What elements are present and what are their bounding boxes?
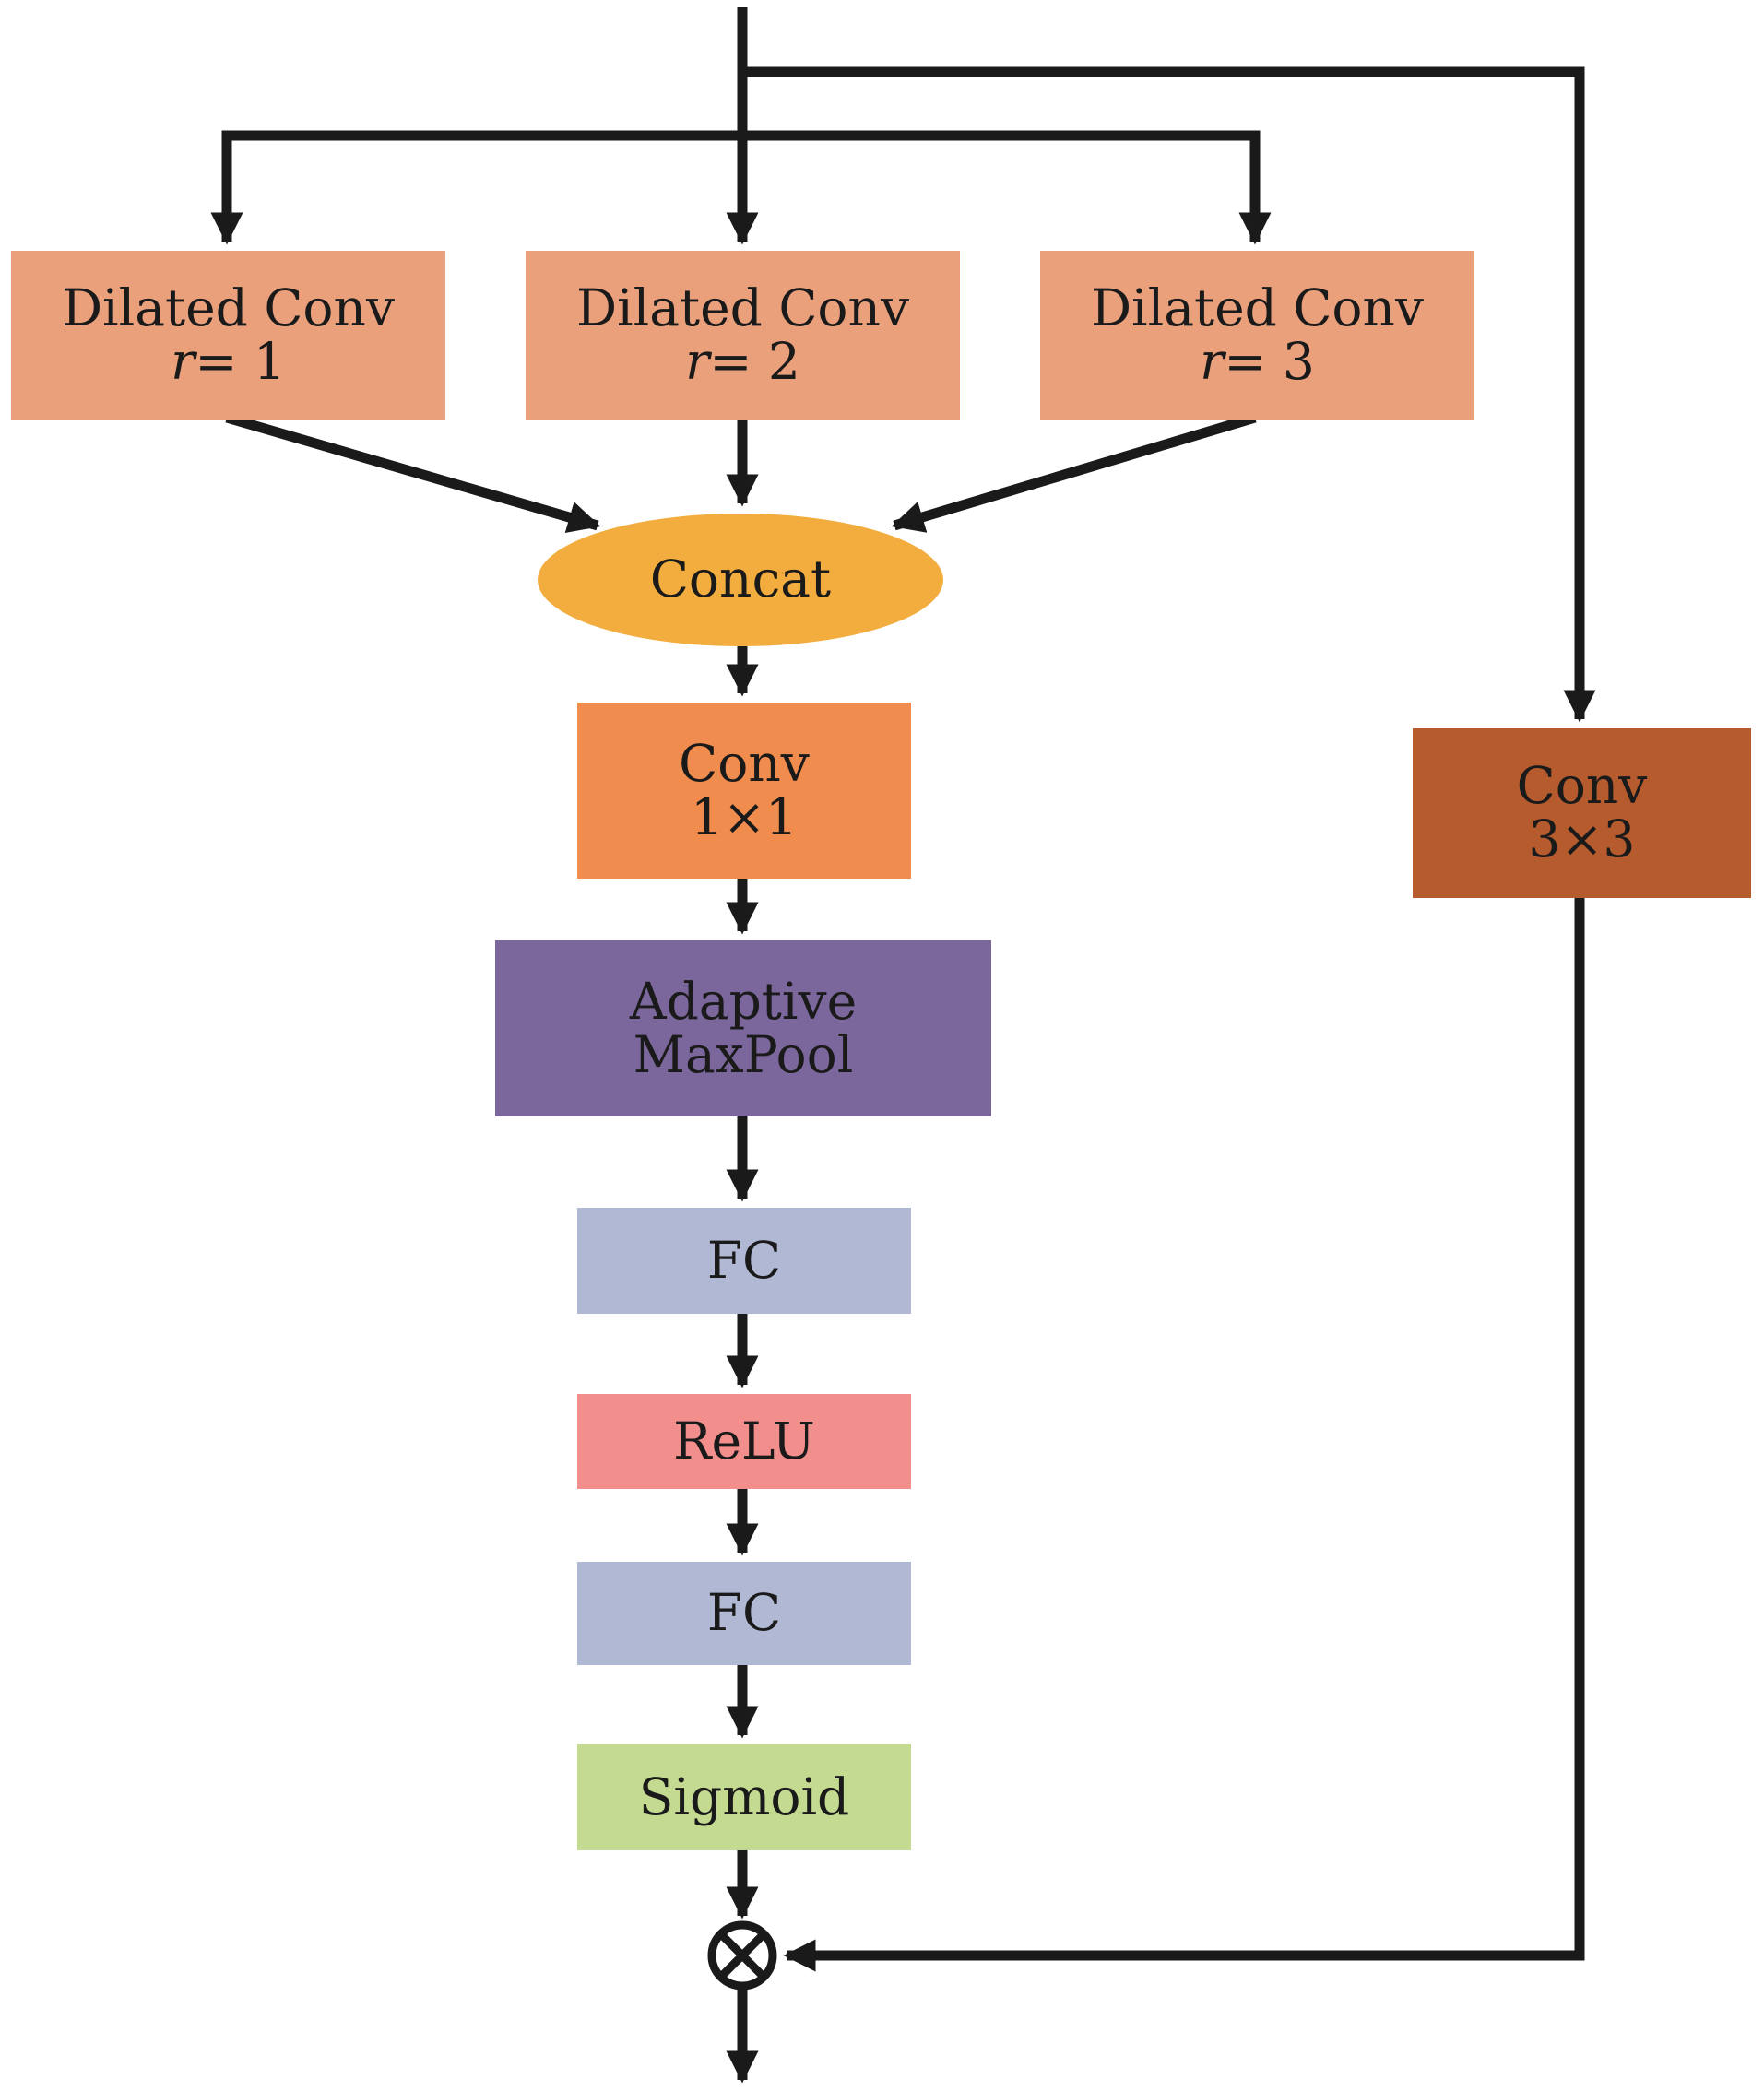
dilated-conv-1-rate: r= 1 [171,335,286,389]
conv-3x3-shape [1413,728,1751,898]
dilated-conv-2-rate: r= 2 [685,335,800,389]
fc-1-label: FC [706,1230,782,1290]
fc-2-node: FC [577,1562,911,1665]
fc-2-label: FC [706,1583,782,1643]
dilated-conv-3-title: Dilated Conv [1090,278,1425,338]
adaptive-maxpool-shape [495,940,991,1116]
rate-variable: r [1200,332,1225,391]
edge-dil3-concat [891,412,1257,533]
dilated-conv-1-title: Dilated Conv [61,278,396,338]
rate-variable: r [171,332,195,391]
rate-variable: r [685,332,710,391]
fc-2-shape [577,1562,911,1665]
conv-1x1-shape [577,703,911,879]
conv-1x1-node: Conv 1×1 [577,703,911,879]
pool-line-2: MaxPool [633,1024,854,1084]
edge-dil1-concat [225,412,601,534]
sigmoid-shape [577,1744,911,1850]
relu-label: ReLU [673,1411,815,1471]
dilated-conv-3-rate: r= 3 [1200,335,1315,389]
relu-shape [577,1394,911,1489]
dilated-conv-1-shape [11,251,445,420]
fc-1-shape [577,1208,911,1314]
pool-line-1: Adaptive [629,971,858,1031]
edge-skip-conv3 [742,66,1596,723]
conv-3x3-node: Conv 3×3 [1413,728,1751,898]
fc-1-node: FC [577,1208,911,1314]
relu-node: ReLU [577,1394,911,1489]
conv-1x1-title: Conv [679,733,810,793]
edge-split-dil1 [210,130,742,245]
conv-1x1-kernel: 1×1 [690,786,799,846]
dilated-conv-2-node: Dilated Conv r= 2 [526,251,960,420]
sigmoid-node: Sigmoid [577,1744,911,1850]
conv-3x3-kernel: 3×3 [1528,809,1636,868]
dilated-conv-1-node: Dilated Conv r= 1 [11,251,445,420]
rate-value: = 2 [709,332,800,391]
sigmoid-label: Sigmoid [638,1766,850,1826]
rate-value: = 3 [1224,332,1315,391]
dilated-conv-3-shape [1040,251,1474,420]
edge-split-dil3 [742,130,1272,245]
concat-shape [538,514,943,646]
edge-conv3-mult [783,898,1585,1972]
dilated-conv-2-shape [526,251,960,420]
conv-3x3-title: Conv [1516,756,1648,816]
dilated-conv-2-title: Dilated Conv [575,278,910,338]
dilated-conv-3-node: Dilated Conv r= 3 [1040,251,1474,420]
rate-value: = 1 [195,332,286,391]
adaptive-maxpool-node: Adaptive MaxPool [495,940,991,1116]
concat-node: Concat [538,514,943,646]
multiply-icon [707,1920,777,1991]
concat-label: Concat [649,549,832,609]
